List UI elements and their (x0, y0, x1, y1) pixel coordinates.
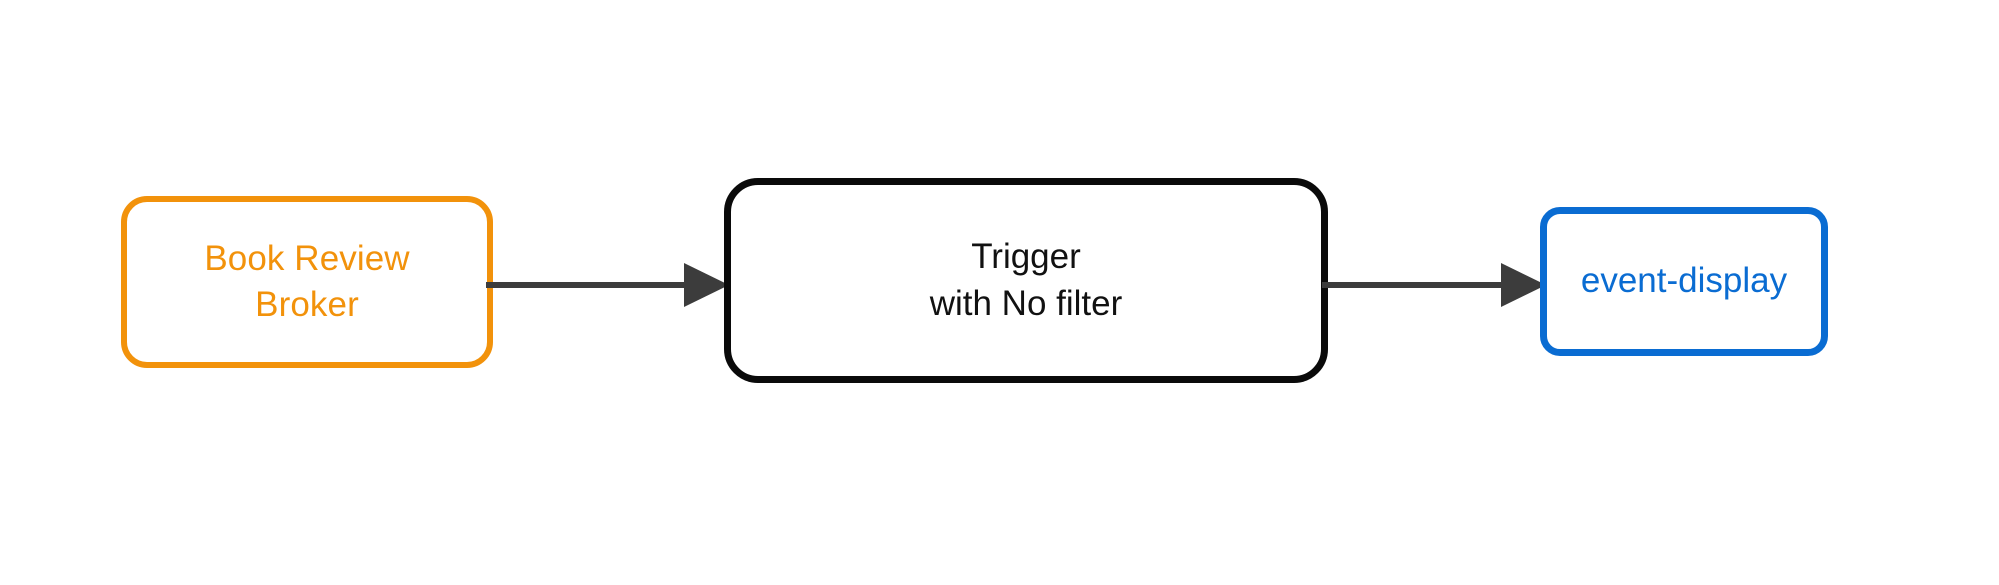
node-trigger-with-no-filter-label: Trigger with No filter (929, 237, 1123, 323)
node-event-display[interactable]: event-display (1540, 207, 1828, 356)
edge-broker-to-trigger (486, 263, 729, 307)
node-event-display-label: event-display (1580, 261, 1788, 301)
node-trigger-with-no-filter[interactable]: Trigger with No filter (724, 178, 1328, 383)
edge-broker-to-trigger-arrowhead-icon (684, 263, 729, 307)
node-book-review-broker-label: Book Review Broker (204, 238, 410, 324)
node-book-review-broker[interactable]: Book Review Broker (121, 196, 493, 368)
edge-trigger-to-sink-arrowhead-icon (1501, 263, 1546, 307)
edge-trigger-to-sink (1322, 263, 1546, 307)
